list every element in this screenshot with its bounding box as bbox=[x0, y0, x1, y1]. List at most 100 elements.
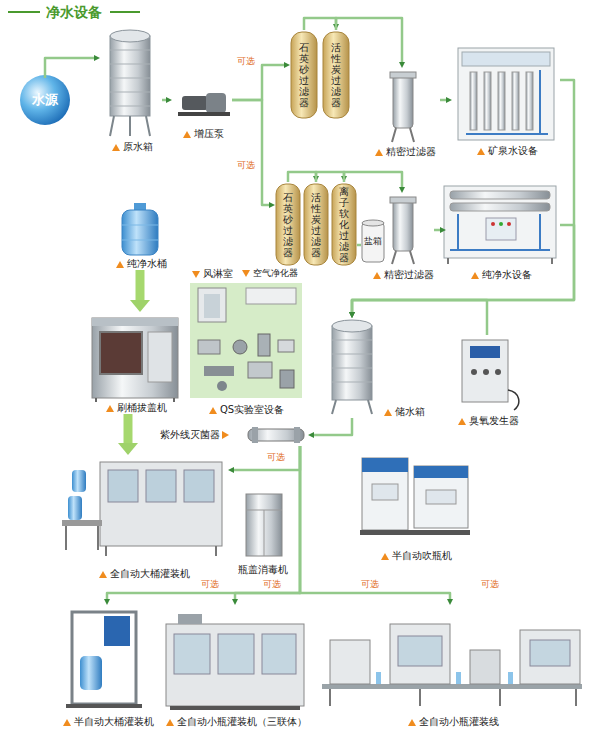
optional-label: 可选 bbox=[360, 579, 380, 590]
label-row: QS实验室设备 bbox=[188, 404, 303, 416]
triangle-marker bbox=[116, 261, 124, 268]
label-row: 盐箱 bbox=[361, 220, 385, 262]
label-row: 瓶盖消毒机 bbox=[232, 564, 294, 576]
triangle-marker bbox=[471, 272, 479, 279]
label-row: 储水箱 bbox=[382, 406, 425, 418]
equipment-label: 增压泵 bbox=[194, 128, 224, 140]
triangle-marker bbox=[106, 405, 114, 412]
triangle-marker bbox=[222, 431, 229, 439]
label-row: 石英砂过滤器 bbox=[290, 30, 318, 120]
equipment-node: 石英砂过滤器 bbox=[275, 182, 301, 267]
pump-art bbox=[178, 93, 230, 116]
equipment-node: QS实验室设备 风淋室 空气净化器 bbox=[188, 268, 303, 416]
label-row: 空气净化器 bbox=[240, 268, 298, 279]
equipment-label: 刷桶拔盖机 bbox=[117, 402, 167, 414]
vertical-label: 石英砂过滤器 bbox=[299, 42, 309, 108]
pipe-connector bbox=[304, 18, 336, 30]
triangle-marker bbox=[381, 553, 389, 560]
label-row: 紫外线灭菌器 bbox=[160, 424, 232, 446]
pipe-connector bbox=[232, 100, 269, 205]
label-row: 活性炭过滤器 bbox=[322, 30, 350, 120]
triangle-marker bbox=[242, 270, 250, 277]
equipment-label: 全自动小瓶灌装线 bbox=[419, 716, 499, 728]
pipe-connector bbox=[107, 446, 300, 599]
optional-label: 可选 bbox=[480, 579, 500, 590]
triangle-marker bbox=[375, 149, 383, 156]
label-row: 全自动小瓶灌装机（三联体） bbox=[160, 716, 310, 728]
filter-tanks-art bbox=[276, 32, 356, 265]
equipment-label: 风淋室 bbox=[203, 268, 233, 280]
equipment-node: 增压泵 bbox=[172, 88, 232, 140]
vertical-label: 活性炭过滤器 bbox=[311, 192, 321, 258]
equipment-node: 石英砂过滤器 bbox=[290, 30, 318, 120]
equipment-node: 刷桶拔盖机 bbox=[85, 312, 185, 414]
water-source-sphere bbox=[20, 75, 70, 125]
triangle-marker bbox=[99, 571, 107, 578]
equipment-label: 原水箱 bbox=[123, 141, 153, 153]
equipment-node: 活性炭过滤器 bbox=[322, 30, 350, 120]
label-row: 活性炭过滤器 bbox=[303, 182, 329, 267]
ozone-generator-art bbox=[462, 340, 519, 410]
equipment-node: 半自动大桶灌装机 bbox=[55, 605, 160, 728]
precision-filter-art bbox=[390, 72, 416, 264]
triangle-marker bbox=[373, 272, 381, 279]
label-row: 精密过滤器 bbox=[370, 269, 434, 281]
pipe-connector bbox=[234, 446, 300, 470]
small-bottle-line-art bbox=[322, 624, 582, 706]
equipment-node: 离子软化过滤器 bbox=[331, 182, 357, 267]
cap-sterilizer-art bbox=[246, 494, 282, 556]
pure-water-machine-art bbox=[444, 186, 556, 264]
equipment-label: 紫外线灭菌器 bbox=[160, 429, 220, 441]
big-bucket-filler-art bbox=[62, 462, 222, 556]
equipment-node: 全自动大桶灌装机 bbox=[58, 455, 228, 580]
label-row: 原水箱 bbox=[100, 141, 162, 153]
optional-label: 可选 bbox=[262, 579, 282, 590]
vertical-label: 活性炭过滤器 bbox=[331, 42, 341, 108]
equipment-node: 盐箱 bbox=[361, 220, 385, 262]
pipe-connector bbox=[352, 80, 574, 312]
pipe-connector bbox=[316, 172, 344, 182]
label-row: 增压泵 bbox=[172, 128, 232, 140]
equipment-label: 矿泉水设备 bbox=[488, 145, 538, 157]
equipment-label: 半自动大桶灌装机 bbox=[74, 716, 154, 728]
equipment-label: QS实验室设备 bbox=[220, 404, 284, 416]
equipment-label: 储水箱 bbox=[395, 406, 425, 418]
equipment-label: 空气净化器 bbox=[253, 268, 298, 279]
storage-tank-art bbox=[332, 320, 372, 414]
label-row: 刷桶拔盖机 bbox=[85, 402, 185, 414]
label-row: 臭氧发生器 bbox=[440, 415, 535, 427]
mineral-water-machine-art bbox=[458, 48, 554, 140]
pipe-connector bbox=[235, 446, 300, 599]
label-row: 水源 bbox=[18, 78, 72, 122]
pipe-connector bbox=[162, 99, 166, 102]
equipment-label: 纯净水桶 bbox=[127, 258, 167, 270]
pipe-connector bbox=[344, 172, 402, 187]
triangle-marker bbox=[112, 144, 120, 151]
pipe-connector bbox=[434, 229, 440, 232]
pipe-connector bbox=[136, 270, 145, 300]
vertical-label: 离子软化过滤器 bbox=[339, 186, 349, 263]
salt-box-art bbox=[362, 220, 384, 262]
optional-label: 可选 bbox=[236, 160, 256, 171]
pipe-connector bbox=[357, 244, 361, 247]
semi-auto-bucket-filler-art bbox=[66, 612, 142, 708]
label-row: 离子软化过滤器 bbox=[331, 182, 357, 267]
label-row: 半自动吹瓶机 bbox=[355, 550, 475, 562]
label-row: 风淋室 bbox=[190, 268, 233, 280]
equipment-node: 纯净水桶 bbox=[95, 200, 185, 270]
equipment-node: 原水箱 bbox=[100, 25, 162, 153]
equipment-node: 空气净化器 bbox=[240, 268, 302, 318]
equipment-node: 储水箱 bbox=[325, 318, 425, 418]
equipment-label: 全自动小瓶灌装机（三联体） bbox=[177, 716, 307, 728]
equipment-node: 精密过滤器 bbox=[368, 68, 440, 158]
page-title: 净水设备 bbox=[46, 3, 102, 21]
pipe-connector bbox=[352, 300, 487, 335]
pipe-connector bbox=[336, 18, 402, 62]
equipment-node: 精密过滤器 bbox=[370, 193, 434, 281]
equipment-label: 全自动大桶灌装机 bbox=[110, 568, 190, 580]
triangle-marker bbox=[166, 719, 174, 726]
